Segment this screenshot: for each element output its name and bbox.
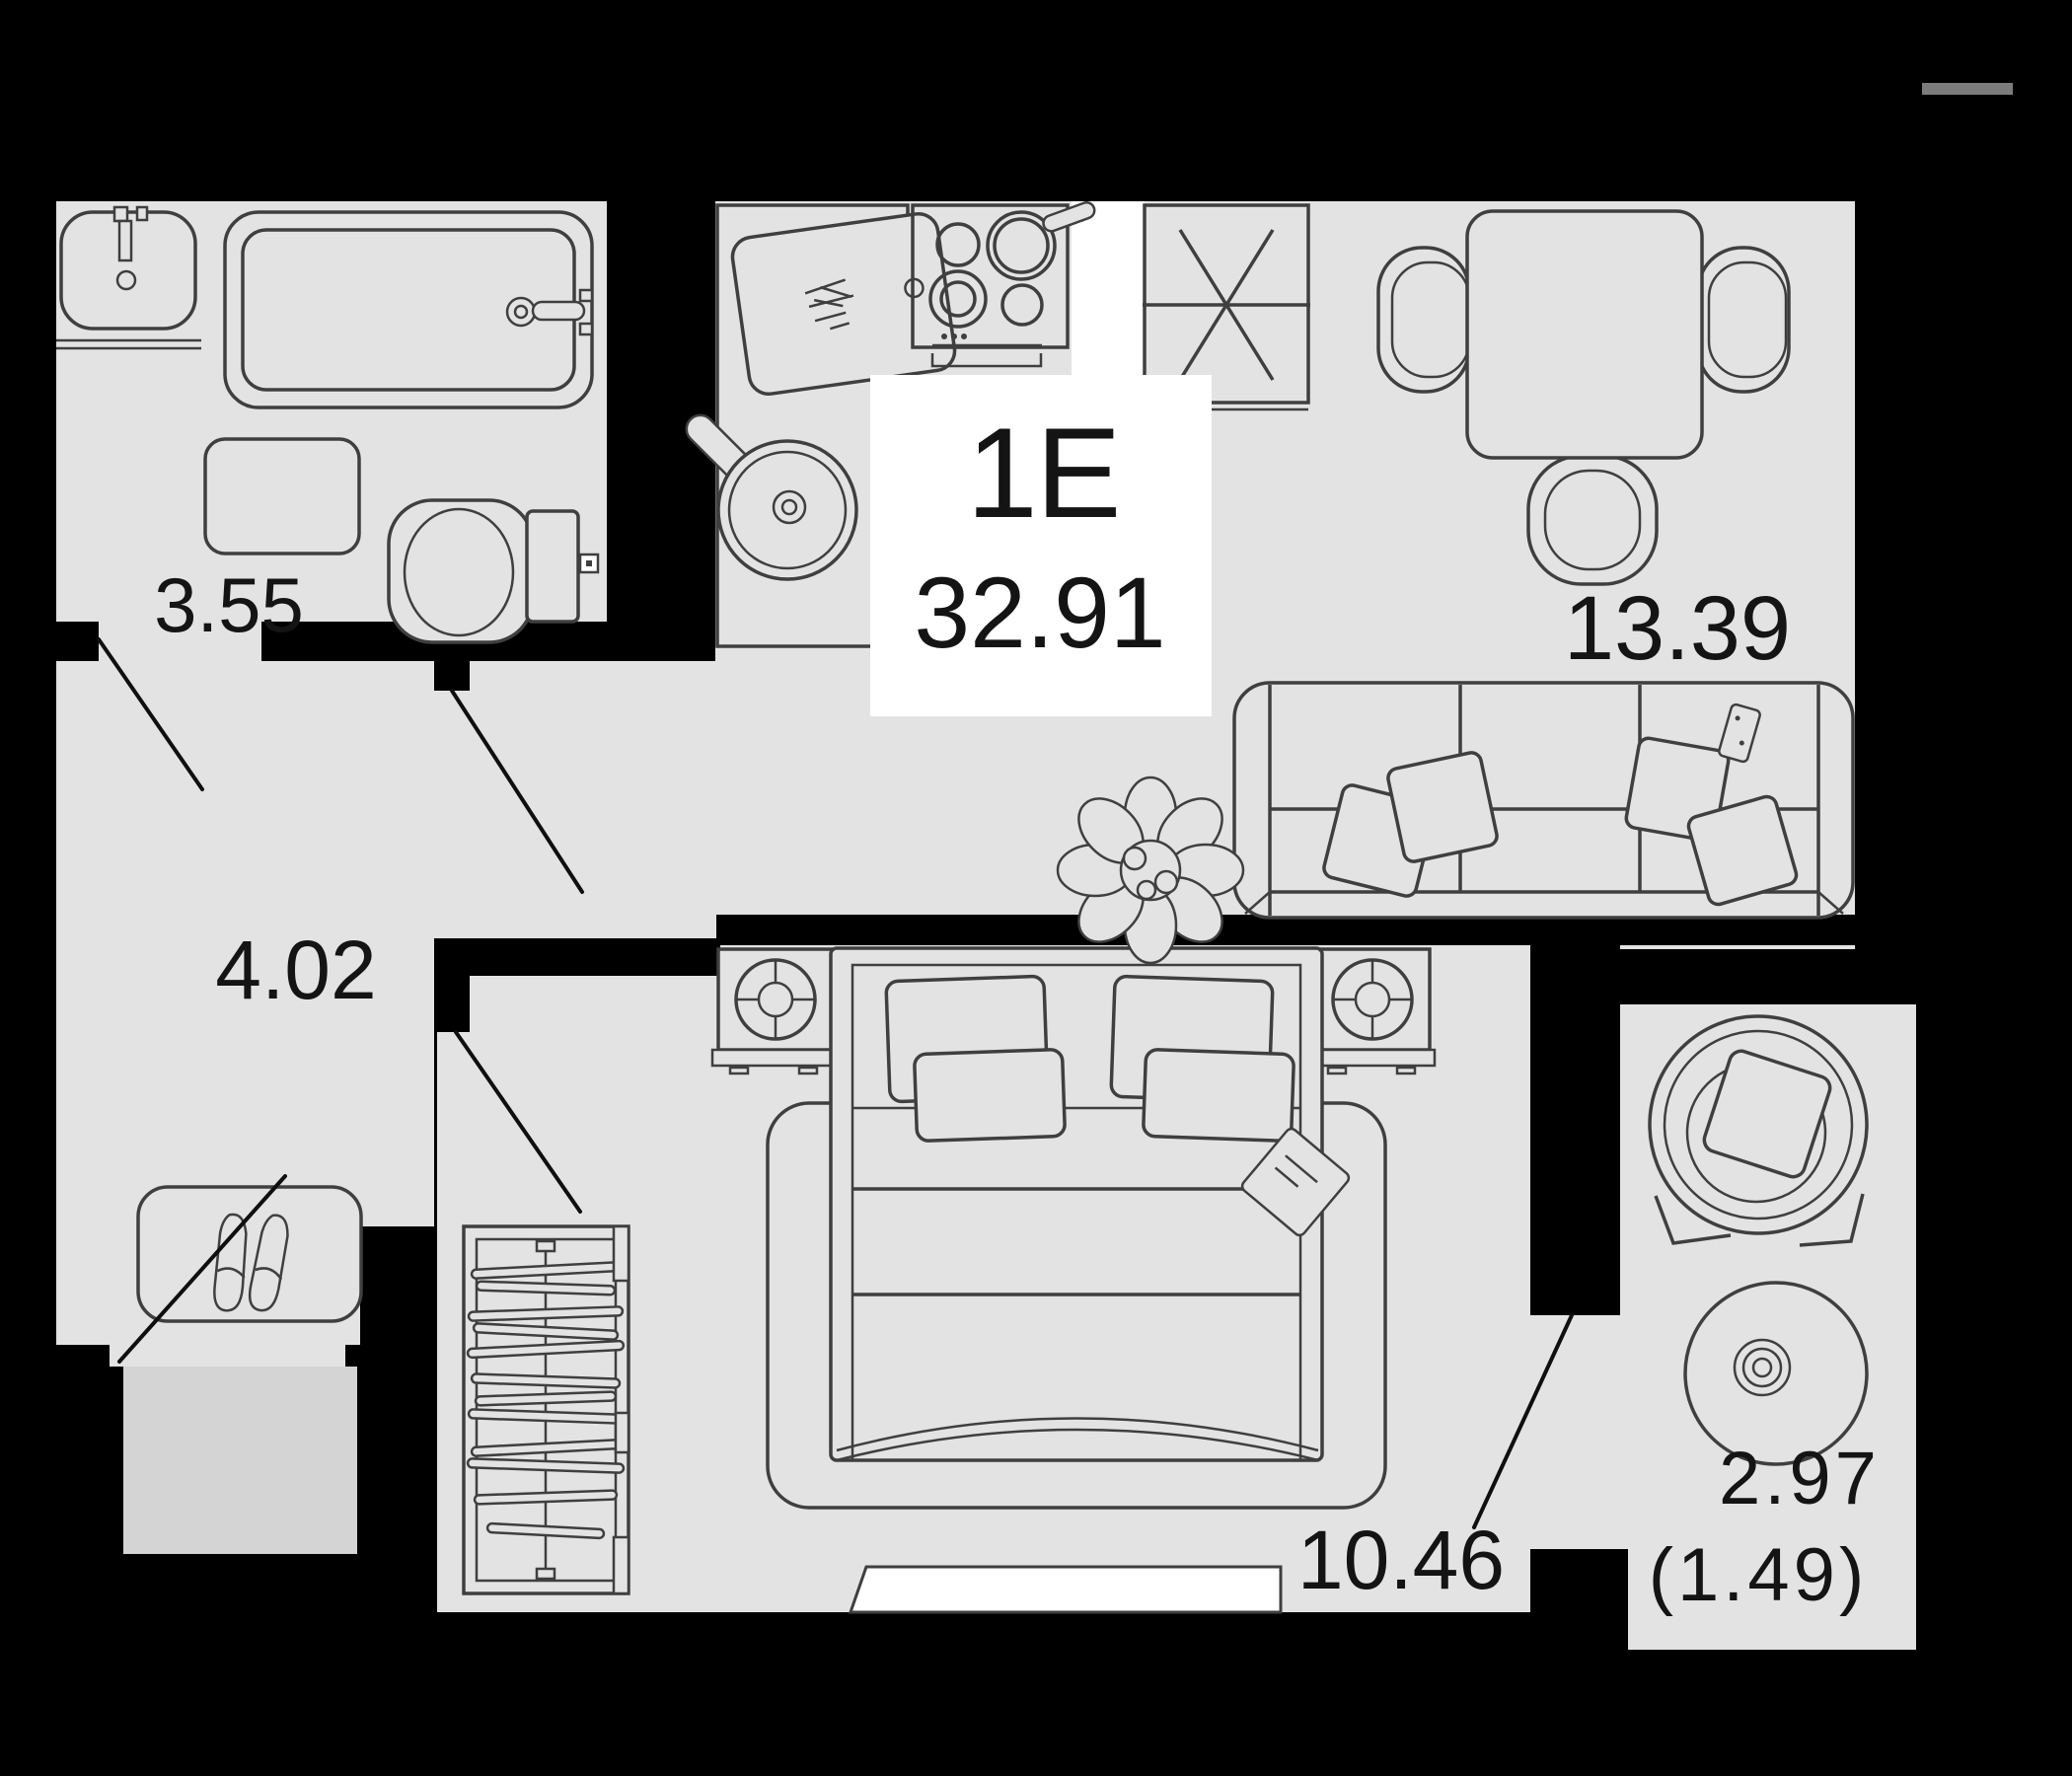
wall-balcony-door-south [1530,1549,1628,1612]
kitchen-living-floor-west [434,661,715,938]
bedroom-furniture [462,946,1437,1595]
dining-table-icon [1465,209,1704,460]
round-table-icon [1683,1281,1869,1466]
shoe-icon [248,1214,289,1312]
area-label-balcony-reduced: (1.49) [1649,1533,1869,1617]
chair-left-icon [1376,246,1471,394]
wall-bedroom-south [360,1612,1628,1703]
armchair-pillow-icon [1702,1049,1832,1179]
sofa-pillow-icon [1386,751,1499,863]
wall-living-bedroom [716,915,1855,945]
unit-type-label: 1Е [966,401,1119,545]
balcony-furniture [1648,1014,1869,1466]
toilet-icon [387,498,600,644]
cutting-board-icon [730,212,957,396]
nightstand-left-icon [710,947,841,1075]
wall-balcony-north [1620,949,1963,1004]
chair-bottom-icon [1526,454,1659,586]
hangers-icon [466,1261,626,1540]
wall-right [1855,201,1924,1004]
window-sill [848,1565,1283,1614]
shoe-rack-icon [136,1185,363,1323]
sofa-pillow-icon [1686,794,1799,907]
wall-top [39,138,1924,201]
scale-mark [1922,83,2013,95]
unit-label-box [870,375,1212,716]
sink-icon [56,205,201,350]
bedroom-door-swing [454,1030,582,1214]
dining-set [1376,209,1791,586]
stove-icon [911,201,1096,368]
area-label-hallway: 4.02 [215,924,377,1016]
area-label-bedroom: 10.46 [1297,1514,1505,1606]
area-label-balcony: 2.97 [1719,1437,1881,1520]
wall-entrance-jamb-right [345,1345,437,1367]
entrance-door-swing [117,1174,287,1364]
balcony-door-swing [1472,1313,1574,1529]
bed-pillow-icon [1142,1048,1295,1143]
armchair-icon [1648,1014,1869,1247]
bathroom-fixtures [56,205,600,644]
wall-bathroom-door-jamb [56,622,99,661]
balcony-door-gap-floor [1530,1315,1620,1549]
wardrobe-icon [462,1224,630,1595]
outside-corridor-floor [123,1367,357,1554]
plant-icon [1056,776,1245,965]
wall-kitchen-door-stub [434,661,470,691]
bed-pillow-icon [913,1048,1067,1143]
chair-right-icon [1696,246,1791,394]
remote-control-icon [1718,703,1761,764]
area-label-kitchen-living: 13.39 [1564,578,1791,679]
wall-balcony-south [1579,1650,1963,1703]
book-icon [1240,1127,1351,1237]
kitchen-door-swing [450,689,584,894]
bathroom-door-swing [97,637,204,791]
nightstand-right-icon [1306,947,1437,1075]
wall-bedroom-door-stub [434,976,470,1032]
wall-balcony-east [1916,1004,1963,1650]
washing-machine-icon [203,437,361,555]
door-swing-lines [97,637,1574,1529]
pan-icon [685,413,858,581]
wall-entrance-jamb-left [39,1345,110,1367]
wall-left [39,201,56,1367]
wall-bedroom-balcony [1530,945,1620,1315]
walls [39,138,1963,1703]
bathtub-icon [223,210,594,409]
wall-corridor-east [357,1367,410,1554]
sofa-icon [1232,681,1855,920]
area-label-bathroom: 3.55 [154,561,304,648]
wall-hallway-bedroom [434,938,720,976]
bed-icon [829,946,1351,1462]
kitchen-sink-icon [1143,203,1310,411]
unit-total-area: 32.91 [914,556,1165,669]
